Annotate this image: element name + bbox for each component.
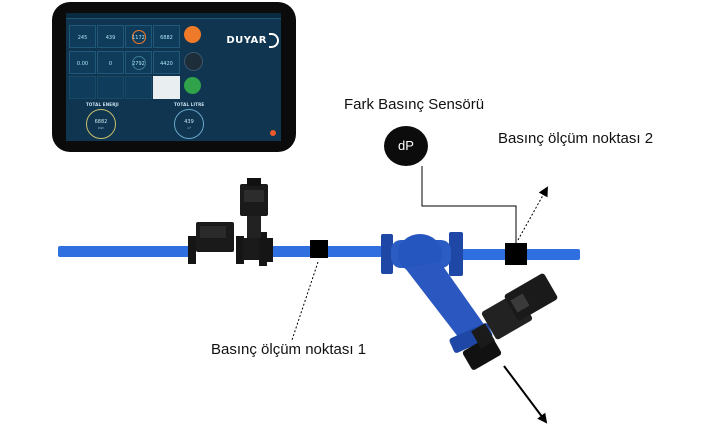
total-energy-label: TOTAL ENERJI [86, 102, 119, 107]
status-orange-icon [184, 26, 201, 43]
control-valve-assembly [188, 178, 273, 266]
dashboard-tile [181, 25, 206, 46]
tile-value: 1172 [132, 35, 145, 41]
sensor-label: Fark Basınç Sensörü [344, 96, 485, 113]
callout-line-point-1 [291, 261, 319, 341]
flow-direction-arrow [503, 365, 548, 424]
total-liters-value: 439 [184, 119, 194, 125]
tile-value: 0 [108, 61, 113, 67]
point-2-label: Basınç ölçüm noktası 2 [498, 130, 654, 147]
dashboard-tile: 439 [97, 25, 124, 48]
total-energy-gauge: 6882 kWh [86, 109, 116, 139]
dashboard-tile [181, 76, 206, 97]
dashboard-tile: 245 [69, 25, 96, 48]
gauge-ring [132, 30, 146, 44]
dashboard-tile: 4420 [153, 51, 180, 74]
gauge-ring [132, 56, 146, 70]
total-liters-unit: m³ [186, 126, 192, 130]
tile-value: 4420 [160, 61, 173, 67]
pipe-left [58, 246, 194, 257]
qr-code-icon [153, 76, 180, 99]
alarm-icon [270, 130, 276, 136]
measurement-point-2 [505, 243, 527, 265]
y-strainer [381, 232, 493, 353]
differential-pressure-sensor: dP [384, 126, 428, 166]
tile-value: 6882 [160, 35, 173, 41]
tile-value: 439 [105, 35, 116, 41]
dashboard-tile [69, 76, 96, 99]
total-energy-unit: kWh [97, 126, 105, 130]
total-liters-gauge: 439 m³ [174, 109, 204, 139]
brand-logo: DUYAR [226, 35, 267, 46]
dashboard-tile: 6882 [153, 25, 180, 48]
status-green-icon [184, 77, 201, 94]
point-1-label: Basınç ölçüm noktası 1 [211, 341, 367, 358]
tablet-device: 245 439 1172 6882 0.00 0 [52, 2, 296, 152]
tile-value: 245 [77, 35, 88, 41]
dashboard-tile [125, 76, 152, 99]
total-energy-value: 6882 [94, 119, 108, 125]
measurement-point-1 [310, 240, 328, 258]
dashboard-tile [97, 76, 124, 99]
dashboard-tile: 1172 [125, 25, 152, 48]
tile-value: 2792 [132, 61, 145, 67]
dashboard-tile: 0.00 [69, 51, 96, 74]
lower-valve-assembly [462, 273, 558, 370]
brand-logo-mark [269, 33, 279, 48]
dashboard-screen: 245 439 1172 6882 0.00 0 [66, 13, 281, 141]
dashboard-tile: 2792 [125, 51, 152, 74]
sensor-tube-high [421, 166, 517, 243]
tile-value: 0.00 [76, 61, 89, 67]
dashboard-topbar [66, 13, 281, 19]
status-dark-icon [184, 52, 203, 71]
dashboard-tile [181, 51, 206, 72]
sensor-symbol: dP [398, 138, 414, 153]
callout-line-point-2 [517, 186, 548, 241]
total-liters-label: TOTAL LITRE [174, 102, 205, 107]
dashboard-tile: 0 [97, 51, 124, 74]
